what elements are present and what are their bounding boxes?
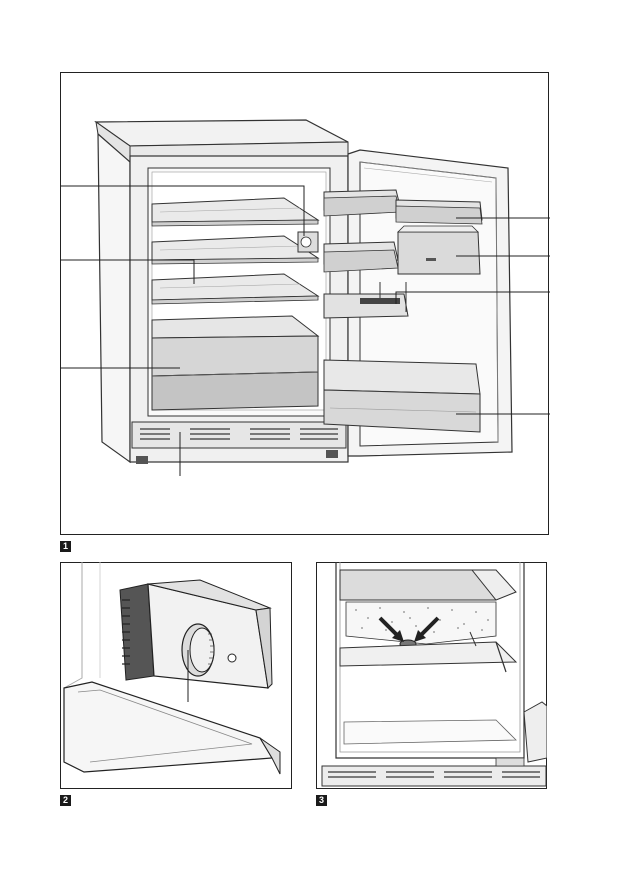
ventilation-grille — [131, 421, 347, 449]
temperature-control — [297, 231, 319, 253]
cabinet-foot — [136, 456, 148, 464]
interior-wall-line — [63, 562, 83, 689]
crisper-outline — [343, 719, 517, 745]
door-shelf — [323, 189, 401, 217]
cabinet-side — [97, 132, 131, 464]
shelf-support — [469, 631, 477, 647]
figure-3-defrost-drain-detail — [316, 562, 547, 789]
callout-lines-left — [60, 185, 305, 369]
vegetable-crisper — [151, 335, 319, 411]
thermostat-knob — [181, 623, 215, 702]
egg-rack — [323, 282, 409, 319]
cabinet-foot — [326, 450, 338, 458]
glass-shelf — [339, 641, 518, 673]
door-shelf — [395, 199, 483, 225]
indicator-lamp — [227, 653, 237, 663]
door-edge — [523, 701, 547, 763]
dairy-compartment — [397, 225, 481, 275]
bottle-shelf — [323, 359, 481, 433]
condensation-area — [345, 601, 497, 645]
glass-shelf — [151, 197, 320, 227]
door-shelf — [323, 241, 399, 273]
arrow-icon — [414, 616, 440, 642]
glass-shelf — [339, 569, 517, 601]
figure-number-badge: 3 — [316, 795, 327, 806]
ventilation-grille — [321, 765, 547, 787]
door-hinge — [495, 757, 525, 767]
figure-number-badge: 2 — [60, 795, 71, 806]
glass-shelf-over-crisper — [151, 315, 320, 339]
figure-2-temperature-control-detail — [60, 562, 292, 789]
figure-1-refrigerator-overview — [60, 72, 550, 537]
figure-number-badge: 1 — [60, 541, 71, 552]
arrow-icon — [378, 616, 404, 642]
glass-shelf — [63, 681, 281, 775]
callout-lines-right — [395, 217, 550, 415]
